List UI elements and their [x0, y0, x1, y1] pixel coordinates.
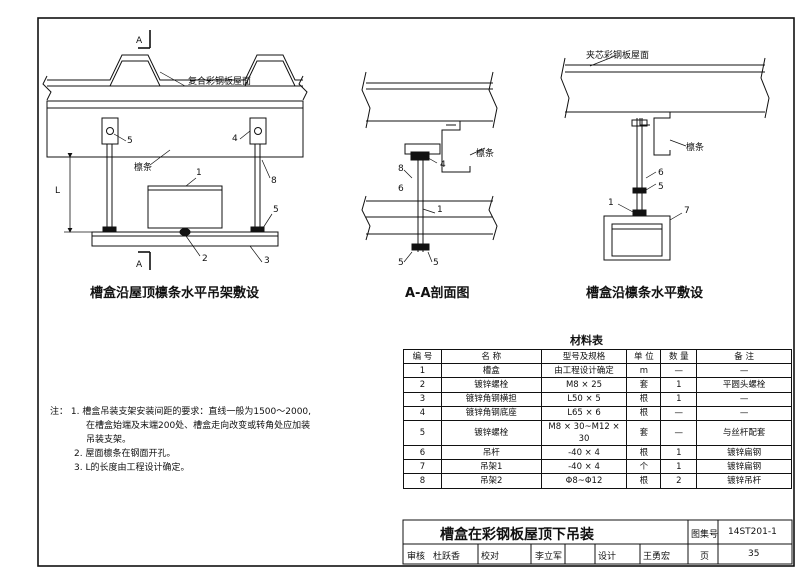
- right-callout-1: 1: [608, 198, 614, 208]
- notes-block: 注： 1. 槽盒吊装支架安装间距的要求：直线一般为1500～2000, 在槽盒始…: [50, 405, 311, 475]
- dimension-label: L: [55, 186, 61, 196]
- angle-base-right: [249, 117, 267, 145]
- notes-prefix: 注：: [50, 407, 69, 417]
- col-header: 数 量: [660, 348, 698, 365]
- right-roof-label: 夹芯彩钢板屋面: [586, 51, 650, 61]
- hanger-frame: [603, 215, 671, 261]
- right-view-caption: 槽盒沿檩条水平敷设: [586, 286, 704, 301]
- left-callout-2: 2: [202, 254, 208, 264]
- page-number: 35: [748, 549, 760, 559]
- purlin-beam: [46, 100, 304, 158]
- angle-base-left: [101, 117, 119, 145]
- section-mark-bottom: A: [136, 260, 143, 270]
- section-mark-top: A: [136, 36, 143, 46]
- col-header: 编 号: [403, 348, 442, 365]
- atlas-label: 图集号: [691, 530, 719, 540]
- notes-line-2: 在槽盒始端及末端200处、槽盒走向改变或转角处应加装: [86, 421, 311, 431]
- left-callout-3: 3: [264, 256, 270, 266]
- designer-name: 王勇宏: [643, 552, 671, 562]
- drawing-title: 槽盒在彩钢板屋顶下吊装: [440, 527, 594, 543]
- notes-line-1: 注： 1. 槽盒吊装支架安装间距的要求：直线一般为1500～2000,: [50, 407, 312, 417]
- right-purlin: [653, 112, 671, 156]
- middle-callout-5a: 5: [398, 258, 404, 268]
- middle-callout-5b: 5: [433, 258, 439, 268]
- left-callout-5b: 5: [273, 205, 279, 215]
- right-cable-tray: [611, 223, 663, 257]
- sheet-border: [37, 17, 795, 567]
- col-header: 型号及规格: [540, 348, 628, 365]
- right-callout-6: 6: [658, 168, 664, 178]
- col-header: 单 位: [626, 348, 662, 365]
- middle-callout-1: 1: [437, 205, 443, 215]
- right-purlin-label: 檩条: [686, 143, 705, 153]
- middle-view: [361, 71, 498, 263]
- notes-line-3: 吊装支架。: [86, 435, 132, 445]
- design-label: 设计: [598, 552, 617, 562]
- middle-callout-8: 8: [398, 164, 404, 174]
- atlas-number: 14ST201-1: [728, 527, 777, 537]
- checker-name: 李立军: [535, 552, 563, 562]
- left-callout-5a: 5: [127, 136, 133, 146]
- middle-purlin-label: 檩条: [476, 149, 495, 159]
- page-label: 页: [700, 552, 710, 562]
- right-view: [560, 55, 770, 261]
- middle-callout-4: 4: [440, 160, 446, 170]
- review-label: 审核: [407, 552, 426, 562]
- cable-tray: [147, 185, 223, 229]
- roof-profile: [47, 54, 303, 81]
- notes-line-4: 2. 屋面檩条在钢面开孔。: [74, 449, 176, 459]
- materials-header-row: 编 号 名 称 型号及规格 单 位 数 量 备 注: [403, 348, 792, 365]
- title-block-frame: [402, 519, 793, 565]
- left-view-caption: 槽盒沿屋顶檩条水平吊架敷设: [90, 286, 260, 301]
- reviewer-name: 杜跃香: [433, 552, 461, 562]
- left-callout-4: 4: [232, 134, 238, 144]
- middle-callout-6: 6: [398, 184, 404, 194]
- notes-line-5: 3. L的长度由工程设计确定。: [74, 463, 190, 473]
- left-callout-1: 1: [196, 168, 202, 178]
- right-callout-7: 7: [684, 206, 690, 216]
- col-header: 名 称: [440, 348, 542, 365]
- left-callout-8: 8: [271, 176, 277, 186]
- middle-view-caption: A-A剖面图: [405, 286, 470, 301]
- col-header: 备 注: [696, 348, 792, 365]
- left-roof-label: 复合彩钢板屋面: [188, 77, 252, 87]
- middle-purlin: [441, 121, 471, 173]
- left-view: [42, 30, 308, 270]
- right-callout-5: 5: [658, 182, 664, 192]
- materials-title: 材料表: [570, 334, 603, 347]
- check-label: 校对: [481, 552, 500, 562]
- left-purlin-label: 檩条: [134, 163, 153, 173]
